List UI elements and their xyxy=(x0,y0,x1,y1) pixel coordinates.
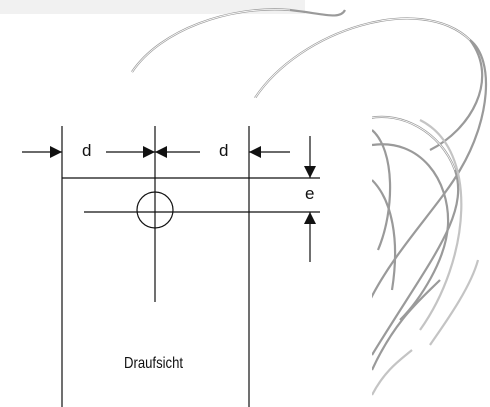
cable-curve xyxy=(419,119,463,331)
cable-curve xyxy=(371,349,413,396)
hole-circle xyxy=(136,191,174,229)
dimension-label-d-left: d xyxy=(82,141,92,160)
cable-highlights xyxy=(131,8,471,171)
dimension-label-e: e xyxy=(305,184,315,203)
view-title: Draufsicht xyxy=(124,355,184,372)
cable-curve xyxy=(429,259,480,346)
top-band xyxy=(0,0,305,14)
cable-curve xyxy=(371,179,397,291)
cable-curve xyxy=(369,39,488,301)
dimension-arrows xyxy=(22,136,316,262)
drawing-panel xyxy=(0,98,372,407)
cable-curve xyxy=(371,279,441,371)
cable-curve xyxy=(371,143,450,321)
dimension-label-d-right: d xyxy=(219,141,229,160)
cable-curve xyxy=(371,129,392,251)
